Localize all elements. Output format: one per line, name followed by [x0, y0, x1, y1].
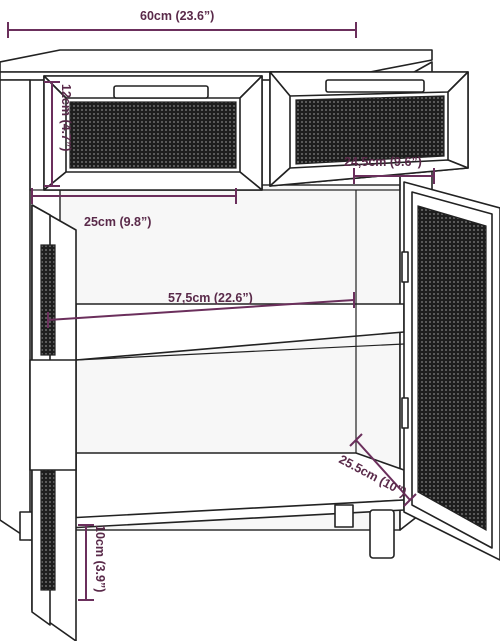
dimension-lines	[7, 22, 435, 601]
hinge-lower	[401, 397, 409, 429]
door-left-rattan-upper	[40, 244, 56, 356]
door-left-rattan-lower	[40, 469, 56, 591]
drawer-right	[269, 71, 469, 187]
drawer-left-handle	[113, 85, 209, 99]
door-right-rattan-panel	[417, 205, 487, 532]
leg-front-right	[369, 509, 395, 559]
cabinet-top	[0, 49, 433, 73]
label-drawer-height: 12cm (4.7”)	[59, 84, 73, 151]
drawer-left-rattan-panel	[69, 101, 237, 169]
label-width-total: 60cm (23.6”)	[140, 9, 214, 23]
label-inner-width: 57,5cm (22.6”)	[168, 291, 253, 305]
drawer-right-rattan-panel	[295, 95, 445, 165]
door-left-panel	[29, 359, 77, 471]
dim-line-inner-depth	[355, 439, 411, 501]
label-leg-height: 10cm (3.9”)	[93, 525, 107, 592]
label-drawer-depth: 24,5cm (9.6”)	[344, 155, 422, 169]
cabinet-left-side	[0, 79, 31, 541]
door-right	[401, 181, 500, 561]
leg-back	[334, 504, 354, 528]
drawer-left	[43, 75, 263, 191]
drawer-right-handle	[325, 79, 425, 93]
door-left	[29, 204, 77, 641]
hinge-upper	[401, 251, 409, 283]
dim-line-inner-width	[47, 299, 355, 321]
label-drawer-width: 25cm (9.8”)	[84, 215, 151, 229]
